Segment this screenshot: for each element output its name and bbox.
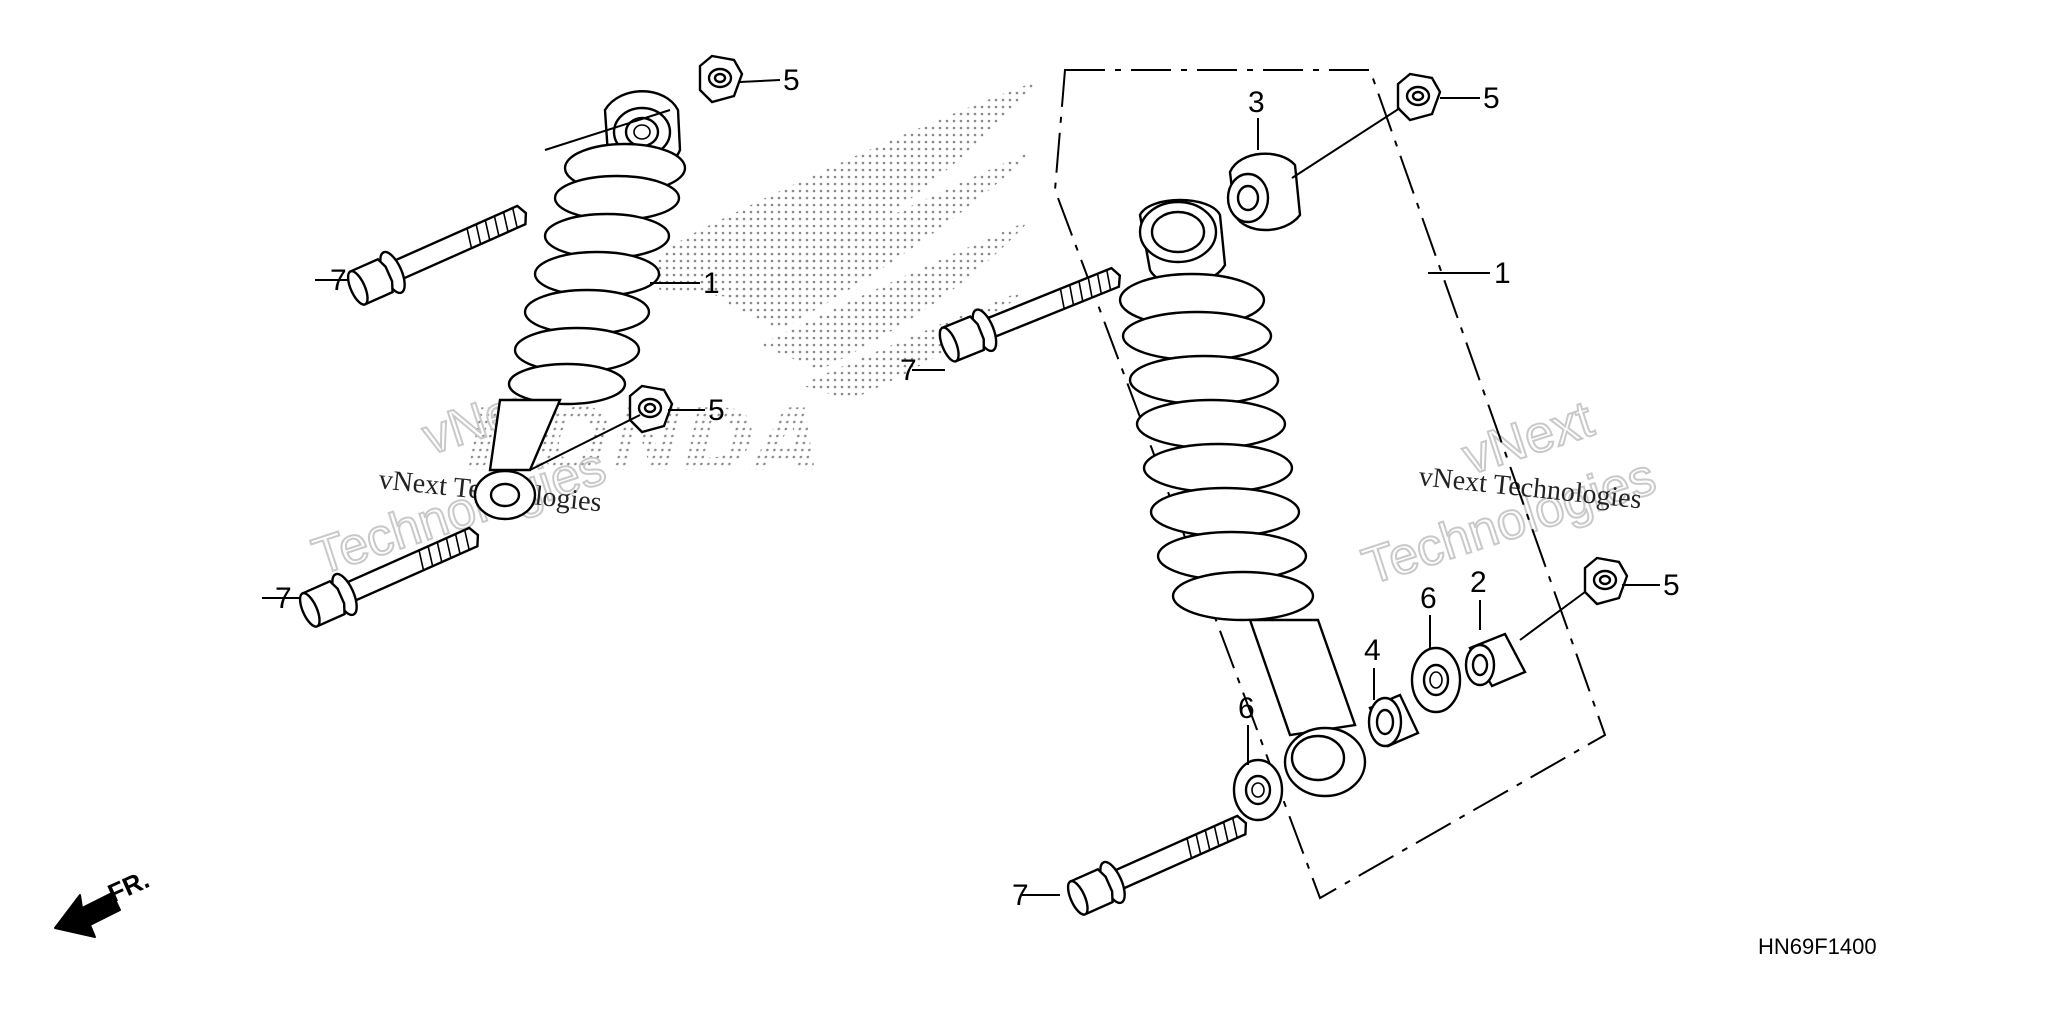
callout-right-bolt-bottom: 7 (1012, 879, 1029, 912)
right-shock-absorber (1118, 198, 1367, 798)
callout-right-nut-top: 5 (1483, 82, 1500, 115)
collar (1464, 632, 1527, 688)
callout-left-nut-bottom: 5 (708, 394, 725, 427)
callout-right-shock: 1 (1494, 257, 1511, 290)
callout-left-shock: 1 (703, 267, 720, 300)
front-direction-arrow: FR. (54, 864, 154, 938)
diagram-code: HN69F1400 (1758, 934, 1877, 959)
right-nut-bottom (1583, 556, 1629, 606)
callout-right-nut-bottom: 5 (1663, 569, 1680, 602)
dust-seal-inner (1410, 646, 1462, 714)
callout-right-spacer: 4 (1364, 634, 1381, 667)
callout-left-nut-top: 5 (783, 64, 800, 97)
callout-right-washer-outer: 6 (1238, 692, 1255, 725)
right-bolt-bottom (1061, 801, 1257, 923)
right-nut-top (1396, 72, 1442, 122)
left-shock-absorber (473, 90, 687, 521)
left-bolt-top (341, 191, 537, 313)
spacer (1367, 693, 1420, 748)
callout-left-bolt-top: 7 (330, 264, 347, 297)
dust-seal-outer (1232, 758, 1284, 822)
assembly-boundary (1053, 69, 1607, 900)
callout-right-bolt-top: 7 (900, 354, 917, 387)
callout-right-bushing-top: 3 (1248, 86, 1265, 119)
left-nut-top (698, 54, 744, 104)
callout-left-bolt-bottom: 7 (275, 582, 292, 615)
callout-right-washer-inner: 6 (1420, 582, 1437, 615)
rubber-bushing (1226, 152, 1302, 232)
callout-right-collar: 2 (1470, 566, 1487, 599)
